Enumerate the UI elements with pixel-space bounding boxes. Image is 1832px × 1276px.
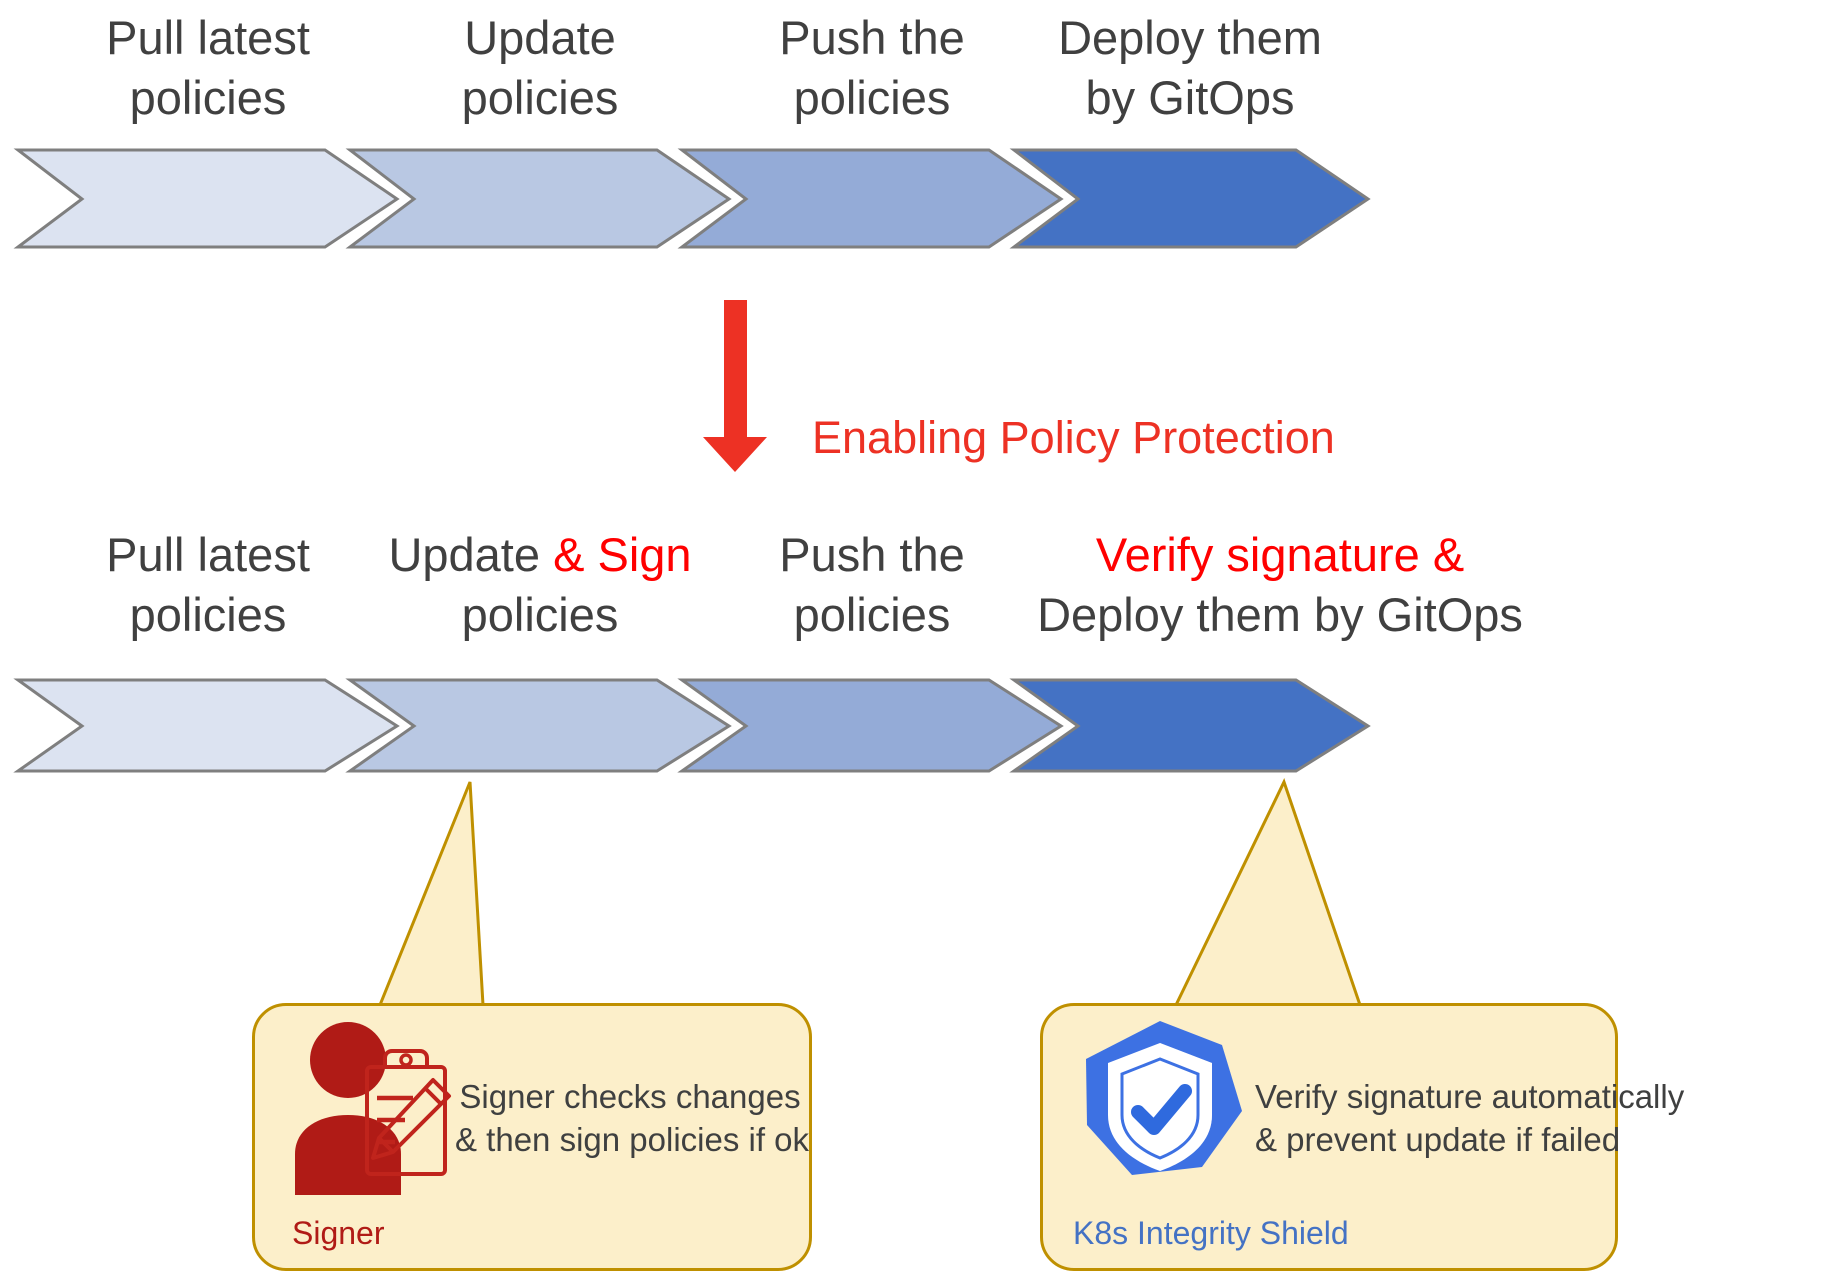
bottom-chevron-2 [345, 678, 732, 773]
top-chevron-row [13, 148, 1371, 249]
callout-signer-caption: Signer [292, 1215, 385, 1251]
top-chevron-4 [1009, 148, 1371, 249]
callout-tail-shield [1173, 778, 1363, 1007]
callout-signer-text-line1: Signer checks changes [459, 1078, 801, 1115]
bottom-step-3-line1-text: Push the [779, 528, 965, 581]
bottom-step-2-line2: policies [461, 587, 619, 641]
top-step-2-line1: Update [464, 11, 616, 64]
bottom-step-3-line1: Push the [682, 525, 1062, 585]
signer-person-clipboard-icon [285, 1020, 465, 1210]
bottom-step-2-line1-text: Update [388, 528, 554, 581]
top-chevron-1 [13, 148, 400, 249]
bottom-step-label-2: Update & Sign policies [350, 525, 730, 644]
top-step-label-4: Deploy them by GitOps [1000, 8, 1380, 127]
bottom-step-1-line2: policies [129, 587, 287, 641]
callout-shield-text-line2: & prevent update if failed [1255, 1120, 1621, 1158]
callout-signer-text: Signer checks changes & then sign polici… [455, 1076, 810, 1162]
bottom-step-label-1: Pull latest policies [18, 525, 398, 644]
top-step-4-line2: by GitOps [1085, 70, 1295, 124]
callout-shield-text-line1: Verify signature automatically [1255, 1078, 1685, 1115]
bottom-step-4-line2: Deploy them by GitOps [1037, 587, 1523, 641]
bottom-chevron-3 [677, 678, 1064, 773]
bottom-step-1-line1-text: Pull latest [106, 528, 310, 581]
top-step-4-line1: Deploy them [1058, 11, 1322, 64]
transition-label: Enabling Policy Protection [812, 412, 1335, 463]
top-chevron-2 [345, 148, 732, 249]
bottom-step-2-line1: Update & Sign [350, 525, 730, 585]
callout-signer-text-line2: & then sign policies if ok [455, 1120, 810, 1158]
top-step-1-line1: Pull latest [106, 11, 310, 64]
bottom-step-label-3: Push the policies [682, 525, 1062, 644]
bottom-chevron-row [13, 678, 1371, 773]
top-step-label-2: Update policies [350, 8, 730, 127]
callout-tail-signer [377, 781, 485, 1007]
top-step-label-3: Push the policies [682, 8, 1062, 127]
top-step-3-line2: policies [793, 70, 951, 124]
bottom-step-label-4: Verify signature & Deploy them by GitOps [1000, 525, 1560, 644]
top-chevron-3 [677, 148, 1064, 249]
top-step-label-1: Pull latest policies [18, 8, 398, 127]
down-arrow-icon [703, 300, 767, 472]
top-step-1-line2: policies [129, 70, 287, 124]
k8s-shield-check-icon [1070, 1015, 1250, 1195]
bottom-step-4-line1-highlight: Verify signature & [1095, 528, 1465, 581]
top-step-2-line2: policies [461, 70, 619, 124]
callout-shield-caption: K8s Integrity Shield [1073, 1215, 1349, 1251]
bottom-step-1-line1: Pull latest [18, 525, 398, 585]
bottom-chevron-4 [1009, 678, 1371, 773]
top-step-3-line1: Push the [779, 11, 965, 64]
bottom-step-2-line1-highlight: & Sign [553, 528, 692, 581]
bottom-chevron-1 [13, 678, 400, 773]
bottom-step-3-line2: policies [793, 587, 951, 641]
callout-shield-text: Verify signature automatically & prevent… [1255, 1076, 1685, 1162]
